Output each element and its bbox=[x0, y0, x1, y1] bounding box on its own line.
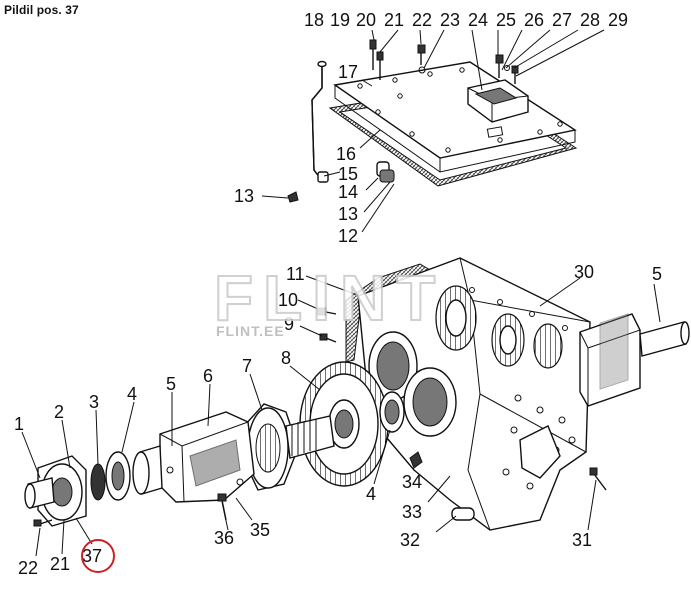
callout-6: 6 bbox=[203, 366, 213, 386]
callout-13b: 13 bbox=[338, 204, 358, 224]
callout-8: 8 bbox=[281, 348, 291, 368]
callout-9: 9 bbox=[284, 314, 294, 334]
callout-26: 26 bbox=[524, 10, 544, 30]
watermark-url: FLINT.EE bbox=[216, 323, 285, 339]
callout-35: 35 bbox=[250, 520, 270, 540]
output-shaft-assembly bbox=[579, 313, 690, 407]
cover-bolts bbox=[369, 39, 519, 84]
callout-17: 17 bbox=[338, 62, 358, 82]
callout-34: 34 bbox=[402, 472, 422, 492]
end-cover bbox=[24, 455, 87, 527]
callout-21: 21 bbox=[50, 554, 70, 574]
large-spur-gear bbox=[299, 361, 389, 487]
bearing-left bbox=[105, 451, 131, 501]
callout-21t: 21 bbox=[384, 10, 404, 30]
callout-22: 22 bbox=[18, 558, 38, 578]
callout-2: 2 bbox=[54, 402, 64, 422]
watermark: FLINT FLINT.EE bbox=[213, 261, 445, 339]
bearing-housing bbox=[159, 411, 255, 503]
callout-18: 18 bbox=[304, 10, 324, 30]
callout-23: 23 bbox=[440, 10, 460, 30]
callout-13a: 13 bbox=[234, 186, 254, 206]
callout-20: 20 bbox=[356, 10, 376, 30]
callout-25: 25 bbox=[496, 10, 516, 30]
breather-tube bbox=[311, 60, 329, 183]
callout-11: 11 bbox=[286, 264, 305, 284]
tube-clamp bbox=[376, 161, 395, 183]
callout-1: 1 bbox=[14, 414, 24, 434]
small-clip bbox=[287, 191, 299, 203]
callout-36: 36 bbox=[214, 528, 234, 548]
shaft-left bbox=[132, 445, 163, 495]
callout-32: 32 bbox=[400, 530, 420, 550]
highlight-circle-37 bbox=[81, 539, 115, 573]
callout-33: 33 bbox=[402, 502, 422, 522]
callout-7: 7 bbox=[242, 356, 252, 376]
callout-30: 30 bbox=[574, 262, 594, 282]
callout-19: 19 bbox=[330, 10, 350, 30]
callout-12: 12 bbox=[338, 226, 358, 246]
callout-27: 27 bbox=[552, 10, 572, 30]
cover-plate bbox=[333, 61, 577, 159]
seal-ring bbox=[90, 463, 106, 501]
callout-10: 10 bbox=[278, 290, 298, 310]
callout-31: 31 bbox=[572, 530, 592, 550]
callout-28: 28 bbox=[580, 10, 600, 30]
shift-lever-housing bbox=[467, 79, 529, 123]
callout-4b: 4 bbox=[366, 484, 376, 504]
loose-bolts bbox=[33, 307, 607, 527]
leader-lines bbox=[21, 29, 661, 557]
callout-3: 3 bbox=[89, 392, 99, 412]
callout-16: 16 bbox=[336, 144, 356, 164]
callout-37: 37 bbox=[82, 546, 102, 566]
callout-14: 14 bbox=[338, 182, 358, 202]
callout-22t: 22 bbox=[412, 10, 432, 30]
top-cover-assembly bbox=[287, 39, 578, 203]
callout-4a: 4 bbox=[127, 384, 137, 404]
callout-5a: 5 bbox=[166, 374, 176, 394]
callout-24: 24 bbox=[468, 10, 488, 30]
diagram-caption: Pildil pos. 37 bbox=[4, 3, 79, 17]
callout-5b: 5 bbox=[652, 264, 662, 284]
bearing-right bbox=[379, 391, 405, 433]
callout-15: 15 bbox=[338, 164, 358, 184]
watermark-logo: FLINT bbox=[214, 262, 445, 334]
callout-29: 29 bbox=[608, 10, 628, 30]
callout-labels: 1 2 3 4 5 6 7 8 4 34 33 32 31 36 35 22 2… bbox=[14, 10, 662, 578]
